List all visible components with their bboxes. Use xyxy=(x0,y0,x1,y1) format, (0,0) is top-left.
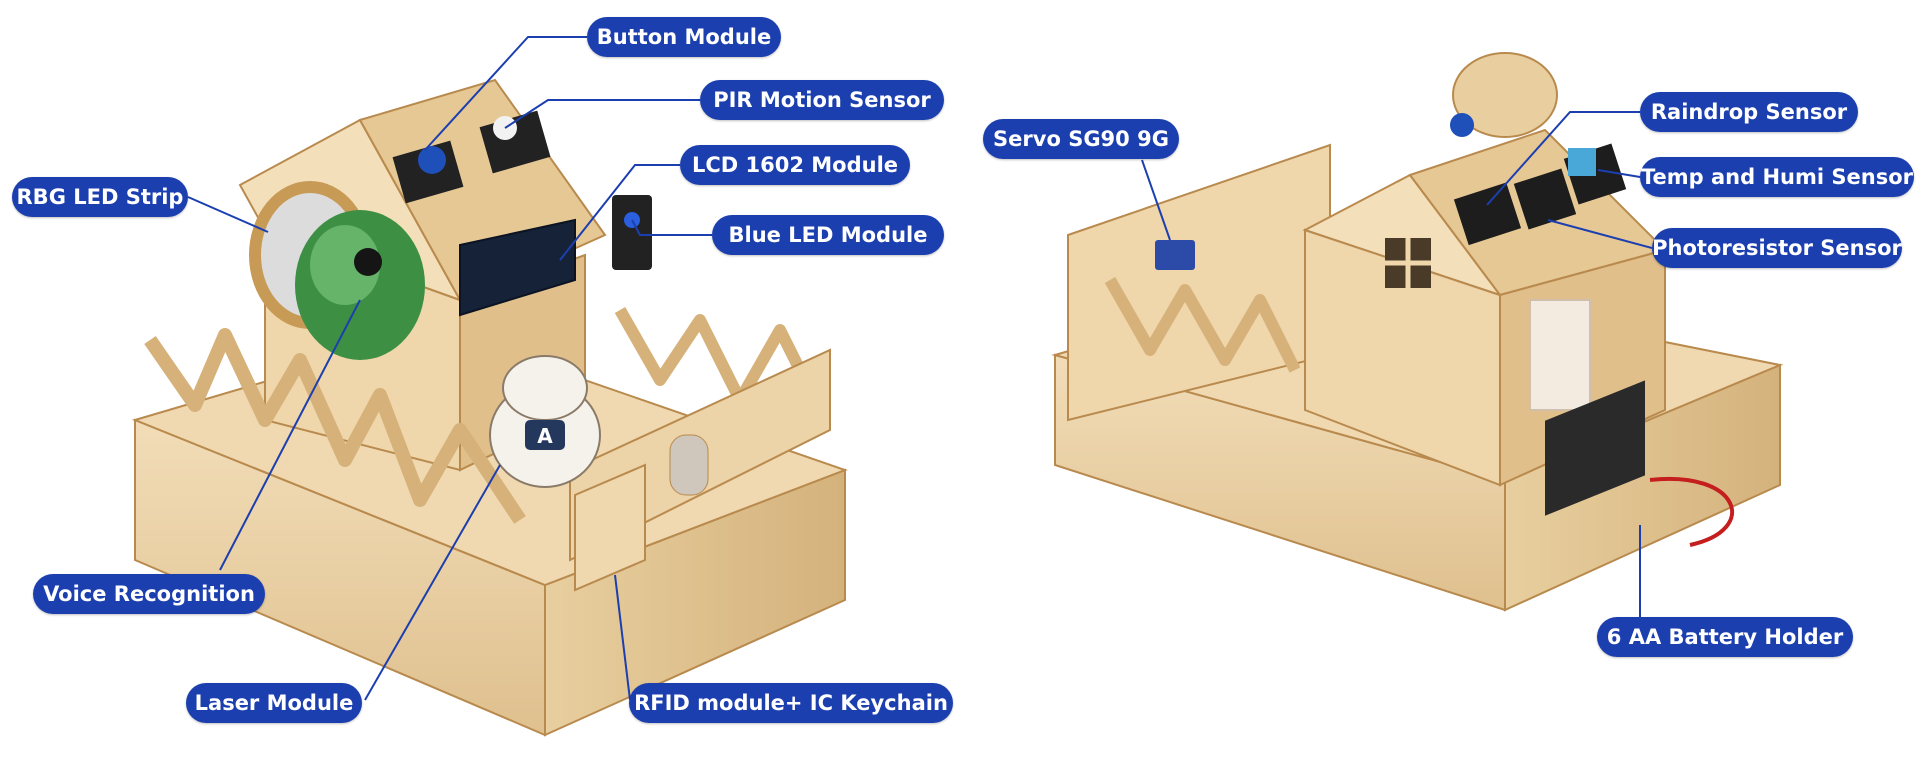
rfid-card-panel xyxy=(574,463,646,592)
robot-badge xyxy=(525,420,565,450)
leader-blue-led xyxy=(631,219,712,236)
leader-photoresistor xyxy=(1547,219,1653,249)
leader-pir-sensor xyxy=(504,99,700,129)
label-temp-humi-sensor: Temp and Humi Sensor xyxy=(1640,157,1914,197)
tree-canopy-light xyxy=(310,225,380,305)
leader-laser xyxy=(364,464,501,701)
battery-cable xyxy=(1649,476,1734,547)
label-voice-recognition: Voice Recognition xyxy=(33,574,265,614)
voice-sensor-mic xyxy=(354,248,382,276)
label-rfid-module: RFID module+ IC Keychain xyxy=(629,683,953,723)
left-back-fence xyxy=(614,307,821,406)
label-raindrop-sensor: Raindrop Sensor xyxy=(1640,92,1858,132)
leader-button-module xyxy=(424,36,587,151)
leader-temp-humi xyxy=(1597,169,1641,178)
battery-compartment xyxy=(1545,380,1645,516)
label-servo: Servo SG90 9G xyxy=(983,119,1179,159)
label-laser-module: Laser Module xyxy=(186,683,362,723)
cloud-button xyxy=(1450,113,1474,137)
leader-rgb-strip xyxy=(187,196,269,233)
cloud-panel xyxy=(1452,52,1558,138)
servo-window xyxy=(669,434,709,496)
left-front-fence xyxy=(144,328,526,524)
leader-voice xyxy=(219,299,361,571)
dht11-sensor xyxy=(1568,148,1596,176)
leader-lines xyxy=(187,36,1690,701)
robot-head xyxy=(502,355,588,421)
robot-badge-letter: A xyxy=(537,424,553,448)
label-rgb-led-strip: RBG LED Strip xyxy=(12,177,188,217)
photoresistor-board xyxy=(1513,168,1577,230)
label-blue-led-module: Blue LED Module xyxy=(712,215,944,255)
leader-lcd xyxy=(559,164,680,261)
smart-home-kit-back-view xyxy=(1051,52,1784,612)
label-lcd-1602-module: LCD 1602 Module xyxy=(680,145,910,185)
servo-motor xyxy=(1155,240,1195,270)
leader-raindrop xyxy=(1486,111,1640,206)
acrylic-door xyxy=(1529,299,1591,411)
label-battery-holder: 6 AA Battery Holder xyxy=(1597,617,1853,657)
leader-servo xyxy=(1141,159,1171,241)
right-fence xyxy=(1104,277,1301,373)
lcd-screen xyxy=(459,218,576,317)
raindrop-sensor-board xyxy=(1453,182,1522,246)
label-button-module: Button Module xyxy=(587,17,781,57)
label-photoresistor-sensor: Photoresistor Sensor xyxy=(1652,228,1902,268)
button-cap xyxy=(418,146,446,174)
label-pir-motion-sensor: PIR Motion Sensor xyxy=(700,80,944,120)
leader-rfid xyxy=(614,574,631,701)
blue-led-post xyxy=(612,195,652,270)
